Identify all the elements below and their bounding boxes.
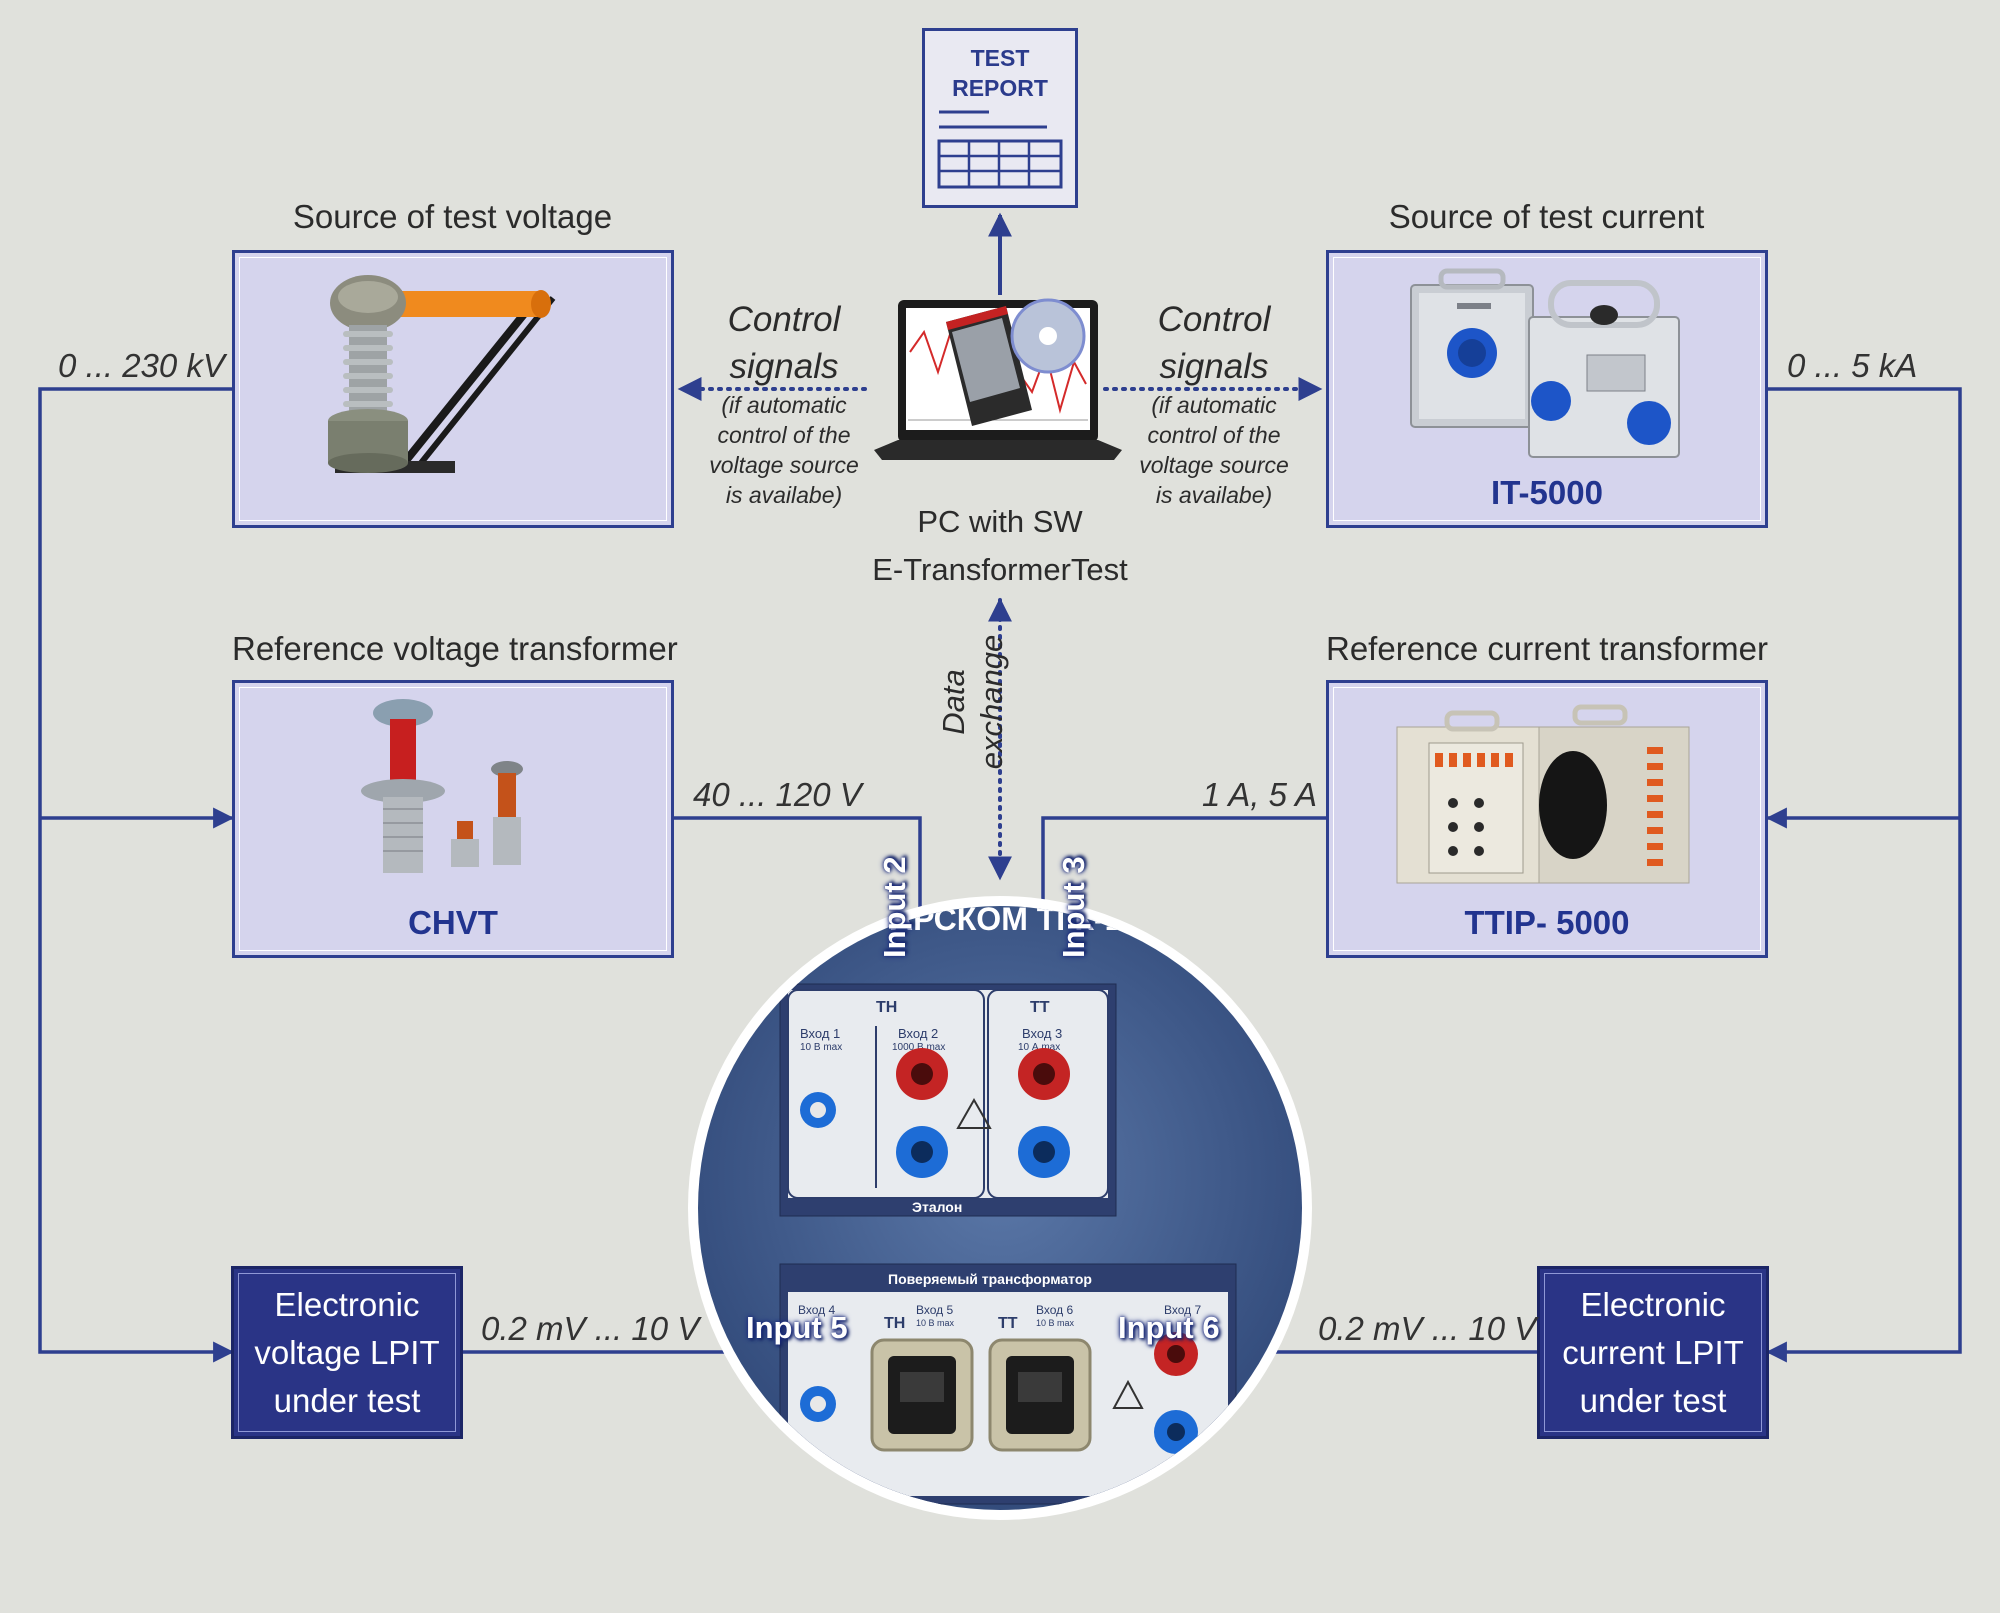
lpit-voltage-range: 0.2 mV ... 10 V	[481, 1310, 700, 1347]
report-table-icon	[937, 110, 1063, 189]
panel-in2-max: 1000 В max	[892, 1042, 945, 1053]
panel-in2: Вход 2	[898, 1026, 938, 1041]
control-left-note2: control of the	[717, 422, 851, 448]
pc-label: PC with SW E-TransformerTest	[850, 498, 1150, 594]
ref-voltage-name: CHVT	[408, 904, 498, 941]
ref-voltage-range: 40 ... 120 V	[693, 776, 862, 813]
chvt-image	[361, 699, 523, 873]
pc-line2: E-TransformerTest	[872, 552, 1128, 587]
control-right-note3: voltage source	[1139, 452, 1289, 478]
control-right-line1: Control	[1157, 300, 1271, 339]
ref-current-name: TTIP- 5000	[1464, 904, 1630, 941]
panel-tt2: ТТ	[998, 1315, 1018, 1332]
control-left-note4: is availabe)	[725, 482, 843, 508]
data-exchange-line2: exchange	[974, 634, 1009, 770]
lpit-current-line3: under test	[1579, 1381, 1727, 1419]
lpit-current-line1: Electronic	[1580, 1285, 1726, 1323]
ref-current-caption: Reference current transformer	[1326, 630, 1769, 667]
control-right-note1: (if automatic	[1151, 392, 1277, 418]
panel-in7: Вход 7	[1164, 1303, 1201, 1317]
current-source-box	[1326, 250, 1768, 528]
input6-label: Input 6	[1118, 1310, 1220, 1345]
data-exchange-line1: Data	[936, 669, 971, 735]
control-right-line2: signals	[1159, 347, 1269, 386]
control-right-note2: control of the	[1147, 422, 1281, 448]
panel-in3: Вход 3	[1022, 1026, 1062, 1041]
voltage-source-caption: Source of test voltage	[292, 198, 613, 235]
control-left-line1: Control	[727, 300, 841, 339]
lpit-voltage-line3: under test	[273, 1381, 421, 1419]
left-bus	[38, 387, 235, 1363]
right-bus	[1765, 387, 1962, 1363]
panel-etalon: Эталон	[912, 1199, 962, 1215]
panel-group-th: ТН	[876, 999, 897, 1016]
input3-label: Input 3	[1056, 856, 1091, 958]
lpit-current-range: 0.2 mV ... 10 V	[1318, 1310, 1537, 1347]
report-title-line1: TEST	[970, 45, 1030, 71]
current-source-range: 0 ... 5 kA	[1787, 347, 1918, 384]
panel-th2: ТН	[884, 1315, 905, 1332]
control-right-note4: is availabe)	[1155, 482, 1273, 508]
panel-in6: Вход 6	[1036, 1303, 1073, 1317]
pc-line1: PC with SW	[917, 504, 1083, 539]
ref-voltage-caption: Reference voltage transformer	[232, 630, 678, 667]
control-left-note1: (if automatic	[721, 392, 847, 418]
panel-in6-max: 10 В max	[1036, 1318, 1075, 1328]
panel-in3-max: 10 А max	[1018, 1042, 1060, 1053]
voltage-source-range: 0 ... 230 kV	[58, 347, 225, 384]
laptop-icon	[874, 298, 1122, 460]
ref-voltage-box	[232, 680, 674, 958]
control-signals-left: Control signals (if automatic control of…	[692, 296, 876, 510]
panel-in1-max: 10 В max	[800, 1042, 842, 1053]
current-source-caption: Source of test current	[1388, 198, 1705, 235]
lpit-current-line2: current LPIT	[1562, 1333, 1744, 1371]
control-left-line2: signals	[729, 347, 839, 386]
ref-current-range: 1 A, 5 A	[1202, 776, 1317, 813]
test-report: TEST REPORT	[922, 28, 1078, 208]
lpit-current-box: Electronic current LPIT under test	[1537, 1266, 1769, 1439]
input5-label: Input 5	[746, 1310, 848, 1345]
ref-current-box	[1326, 680, 1768, 958]
panel-tested: Поверяемый трансформатор	[888, 1271, 1092, 1287]
hv-test-set-image	[328, 275, 556, 473]
panel-in1: Вход 1	[800, 1026, 840, 1041]
lpit-voltage-line1: Electronic	[274, 1285, 420, 1323]
current-source-name: IT-5000	[1491, 474, 1603, 511]
instrument-panel-closeup: АРСКОМ ТГК-1 ТН ТТ Вход 1 10 В max Вход …	[688, 896, 1312, 1520]
it5000-image	[1410, 268, 1680, 458]
ttip5000-image	[1396, 704, 1690, 884]
panel-group-tt: ТТ	[1030, 999, 1050, 1016]
data-exchange-label: Data exchange	[935, 627, 1015, 777]
input2-label: Input 2	[877, 856, 912, 958]
lpit-voltage-line2: voltage LPIT	[254, 1333, 440, 1371]
panel-in4: Вход 4	[798, 1303, 835, 1317]
panel-in5: Вход 5	[916, 1303, 953, 1317]
report-title-line2: REPORT	[952, 75, 1048, 101]
panel-in5-max: 10 В max	[916, 1318, 955, 1328]
voltage-source-box	[232, 250, 674, 528]
control-left-note3: voltage source	[709, 452, 859, 478]
lpit-voltage-box: Electronic voltage LPIT under test	[231, 1266, 463, 1439]
control-signals-right: Control signals (if automatic control of…	[1122, 296, 1306, 510]
